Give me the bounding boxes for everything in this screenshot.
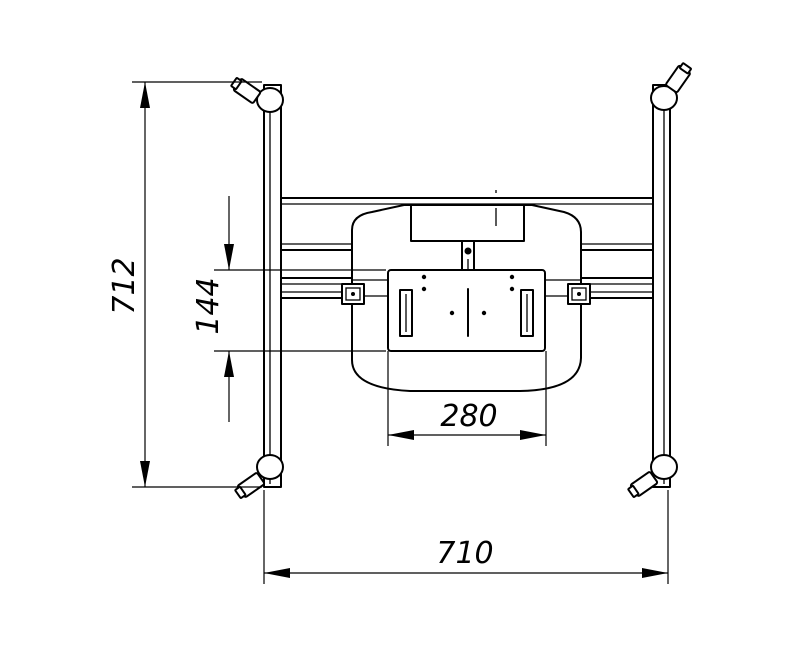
- rail-clamp-right: [567, 283, 591, 305]
- mounting-plate: [387, 269, 546, 352]
- caster-bottom-left: [234, 454, 284, 499]
- dimension-710-label: 710: [436, 536, 493, 571]
- caster-top-right: [650, 62, 692, 111]
- dimension-144-label: 144: [191, 277, 226, 334]
- caster-top-left: [230, 77, 284, 113]
- dimension-710: 710: [263, 490, 669, 584]
- right-column: [652, 84, 671, 488]
- left-column: [263, 84, 282, 488]
- dimension-712: 712: [107, 81, 262, 488]
- rail-clamp-left: [341, 283, 365, 305]
- dimension-280-label: 280: [440, 399, 497, 434]
- upper-box: [410, 190, 525, 272]
- caster-bottom-right: [627, 454, 678, 498]
- dimension-144: 144: [191, 196, 386, 422]
- dimension-280: 280: [387, 351, 547, 446]
- dimension-712-label: 712: [107, 257, 142, 314]
